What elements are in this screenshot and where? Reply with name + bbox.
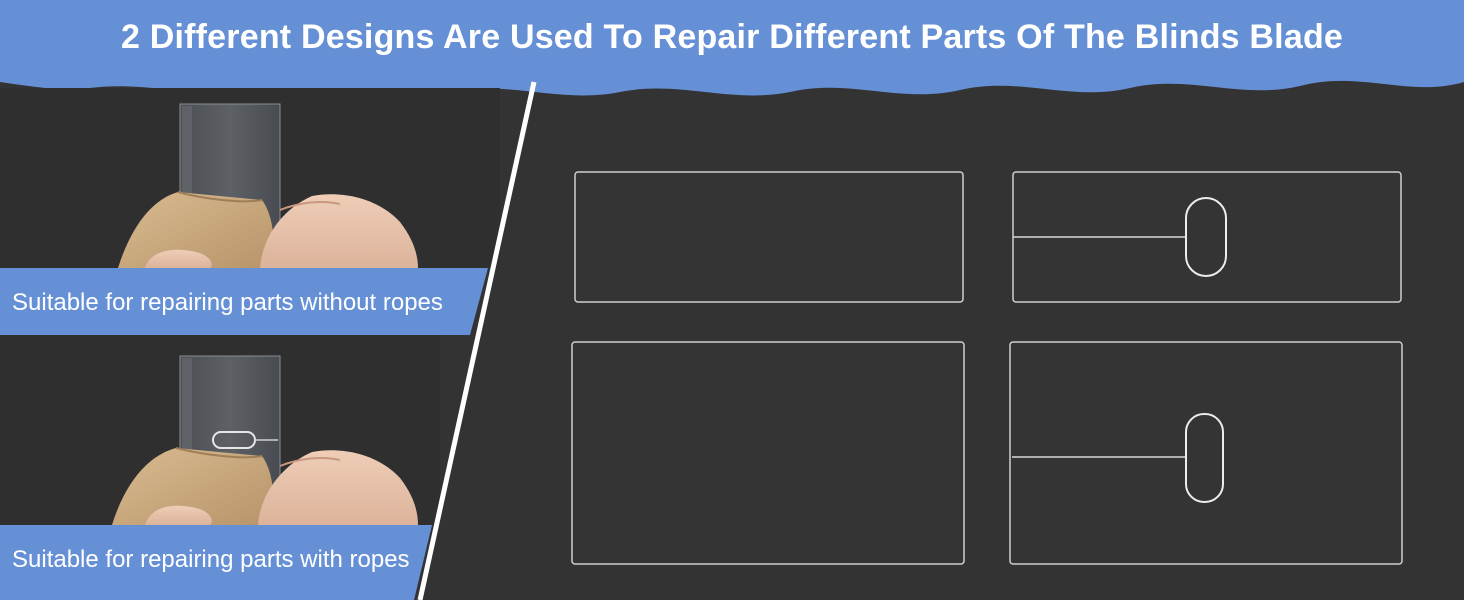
patch-slotted-small <box>1012 171 1402 303</box>
header-title: 2 Different Designs Are Used To Repair D… <box>120 18 1344 56</box>
slot-icon <box>1185 197 1227 277</box>
thumb <box>145 249 212 268</box>
caption-bar-2 <box>0 525 432 600</box>
hand <box>258 450 418 525</box>
diagonal-divider <box>417 81 537 600</box>
caption-bar-1 <box>0 268 488 335</box>
patch-plain-large <box>571 341 965 565</box>
slot-icon <box>1185 413 1224 503</box>
header-banner <box>0 0 1464 96</box>
hand <box>260 194 418 268</box>
photo-panel-with-ropes <box>0 335 440 525</box>
patch-plain-small <box>574 171 964 303</box>
thumb <box>145 505 212 525</box>
photo-panel-without-ropes <box>0 88 500 268</box>
kraft-backing-paper <box>112 448 274 525</box>
caption-without-ropes: Suitable for repairing parts without rop… <box>12 289 443 316</box>
caption-with-ropes: Suitable for repairing parts with ropes <box>12 546 410 573</box>
kraft-backing-paper <box>118 192 274 268</box>
patch-slotted-large <box>1009 341 1403 565</box>
